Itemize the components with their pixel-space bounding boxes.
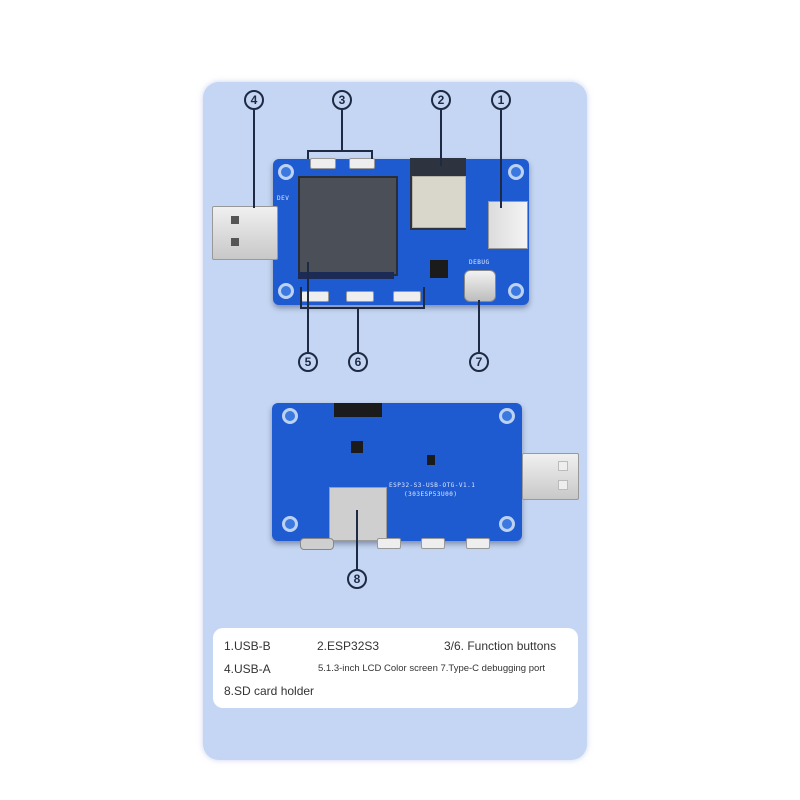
debug-label: DEBUG [469,259,490,266]
legend-card: 1.USB-B 2.ESP32S3 3/6. Function buttons … [213,628,578,708]
mount-hole [508,164,524,180]
esp32s3-shield [412,176,466,228]
callout-4-leader [253,110,255,208]
function-button [393,291,421,302]
ic-chip [351,441,363,453]
callout-2-leader [440,110,442,166]
dev-label: DEV [277,195,290,202]
legend-item-esp32s3: 2.ESP32S3 [317,639,380,653]
function-button [421,538,445,549]
legend-item-lcd-typec: 5.1.3-inch LCD Color screen 7.Type-C deb… [318,663,546,674]
callout-1-leader [500,110,502,208]
callout-6-leader [357,309,359,352]
mount-hole [508,283,524,299]
mount-hole [278,283,294,299]
usb-plug-hole [558,480,568,490]
callout-3-leader [341,110,343,150]
ic-chip [430,260,448,278]
callout-1: 1 [491,90,511,110]
callout-7: 7 [469,352,489,372]
rst-button [310,158,336,169]
board-code-label: (303ESP53U00) [404,491,458,498]
usb-b-port [488,201,528,249]
usb-plug-hole [231,216,239,224]
callout-6-bracket [300,287,425,309]
menu-button [349,158,375,169]
lcd-connector [334,403,382,417]
transistor [427,455,435,465]
callout-3-bracket [307,150,373,159]
mount-hole [499,408,515,424]
bottom-pcb [272,403,522,541]
typec-port [300,538,334,550]
callout-6: 6 [348,352,368,372]
usb-plug-hole [558,461,568,471]
callout-7-leader [478,300,480,352]
usb-plug-hole [231,238,239,246]
legend-item-sd-card: 8.SD card holder [224,684,315,698]
callout-8: 8 [347,569,367,589]
function-button [466,538,490,549]
mount-hole [282,408,298,424]
callout-2: 2 [431,90,451,110]
legend-item-usb-b: 1.USB-B [224,639,271,653]
lcd-flex [298,272,394,279]
callout-5-leader [307,262,309,352]
callout-8-leader [356,510,358,570]
mount-hole [499,516,515,532]
mount-hole [278,164,294,180]
usb-a-plug [212,206,278,260]
callout-4: 4 [244,90,264,110]
usb-a-plug [522,453,579,500]
typec-debug-port [464,270,496,302]
function-button [346,291,374,302]
mount-hole [282,516,298,532]
legend-item-usb-a: 4.USB-A [224,662,271,676]
board-name-label: ESP32-S3-USB-OTG-V1.1 [389,482,476,489]
function-button [377,538,401,549]
lcd-screen [298,176,398,276]
callout-3: 3 [332,90,352,110]
legend-item-function-buttons: 3/6. Function buttons [444,639,557,653]
sd-card-holder [329,487,387,541]
callout-5: 5 [298,352,318,372]
